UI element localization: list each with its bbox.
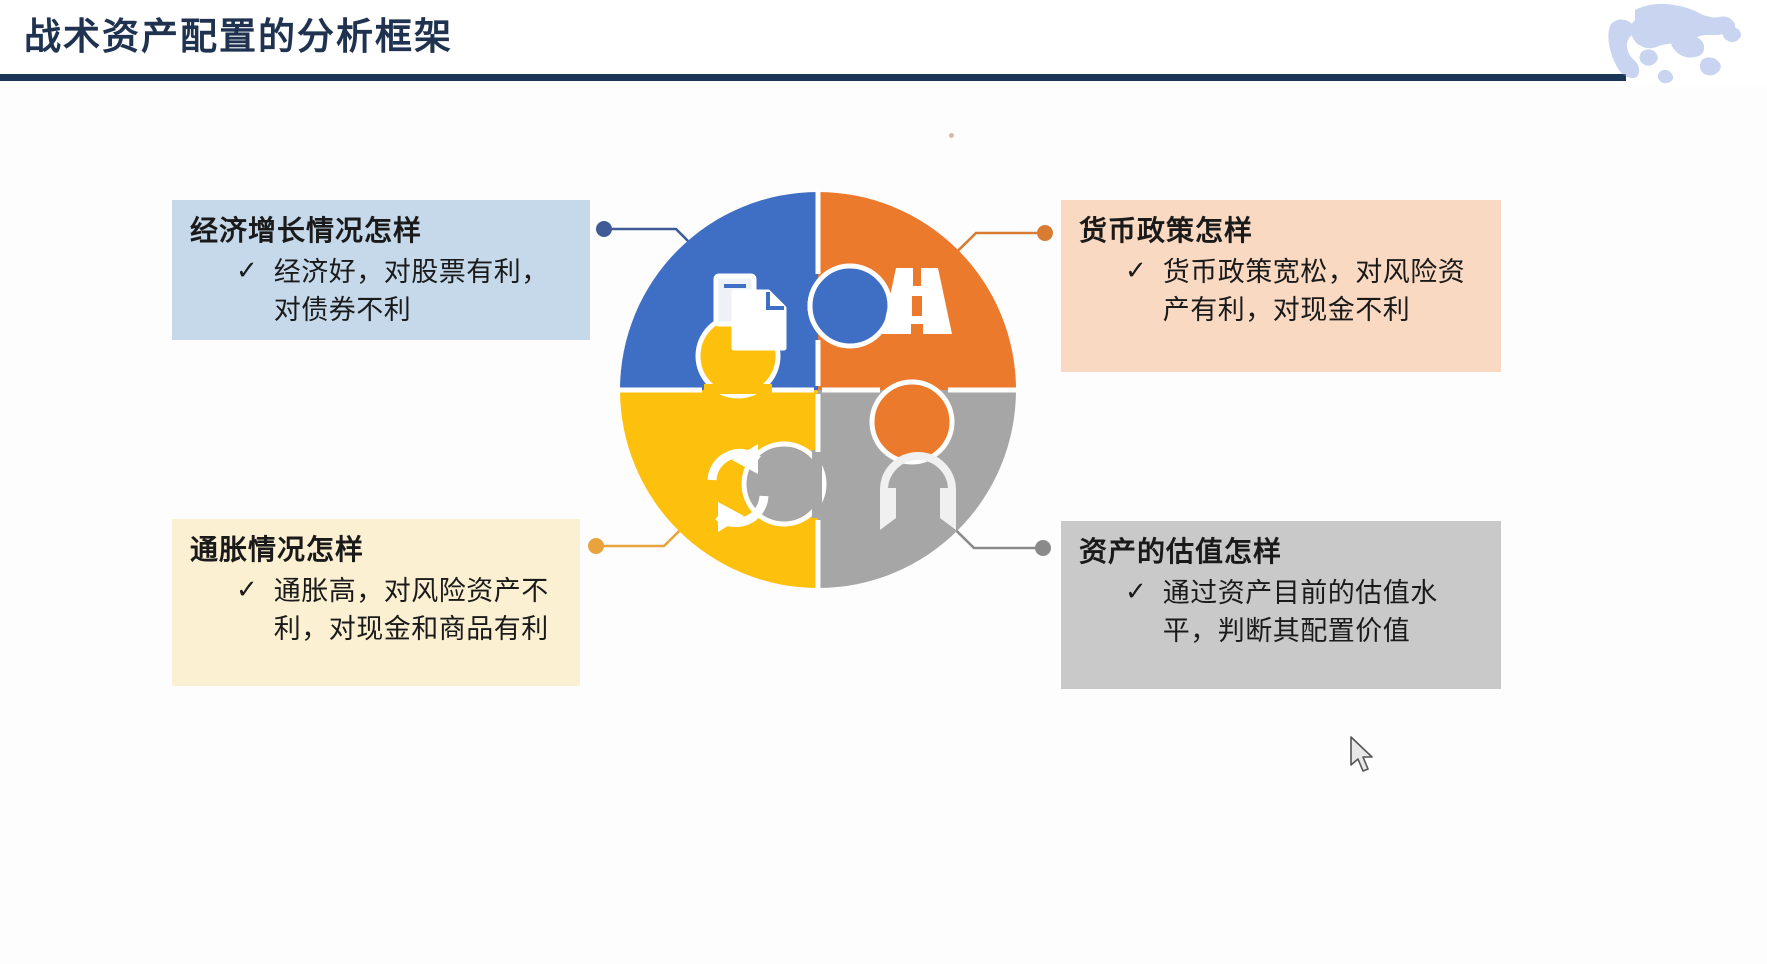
connector-dot-inflation xyxy=(588,538,604,554)
info-box-growth-bullet: ✓ 经济好，对股票有利，对债券不利 xyxy=(190,253,572,330)
info-box-inflation[interactable]: 通胀情况怎样 ✓ 通胀高，对风险资产不利，对现金和商品有利 xyxy=(172,519,580,686)
connector-dot-growth xyxy=(596,221,612,237)
world-map-icon xyxy=(1608,3,1741,84)
info-box-growth-bullet-text: 经济好，对股票有利，对债券不利 xyxy=(273,257,549,326)
page-title: 战术资产配置的分析框架 xyxy=(24,17,453,58)
info-box-monetary-title: 货币政策怎样 xyxy=(1079,216,1254,247)
info-box-valuation-title: 资产的估值怎样 xyxy=(1079,537,1283,568)
info-box-monetary-bullet-text: 货币政策宽松，对风险资产有利，对现金不利 xyxy=(1162,257,1466,326)
slide-header: 战术资产配置的分析框架 xyxy=(0,0,1767,86)
info-box-valuation-bullet: ✓ 通过资产目前的估值水平，判断其配置价值 xyxy=(1079,574,1483,651)
check-icon: ✓ xyxy=(236,256,258,285)
info-box-monetary-bullet: ✓ 货币政策宽松，对风险资产有利，对现金不利 xyxy=(1079,253,1483,330)
road-highway-icon xyxy=(882,268,952,336)
stray-dot-artifact xyxy=(949,133,954,138)
check-icon: ✓ xyxy=(1125,577,1147,606)
puzzle-quadrant-bottom-right xyxy=(741,379,1016,588)
info-box-inflation-title: 通胀情况怎样 xyxy=(190,535,365,566)
info-box-inflation-bullet-text: 通胀高，对风险资产不利，对现金和商品有利 xyxy=(273,576,549,645)
check-icon: ✓ xyxy=(1125,256,1147,285)
check-icon: ✓ xyxy=(236,575,258,604)
refresh-sync-icon xyxy=(707,444,769,532)
documents-copy-icon xyxy=(713,273,787,351)
title-divider-rule xyxy=(0,74,1626,83)
info-box-growth-title: 经济增长情况怎样 xyxy=(190,216,423,247)
puzzle-circle-diagram xyxy=(612,184,1072,604)
info-box-valuation[interactable]: 资产的估值怎样 ✓ 通过资产目前的估值水平，判断其配置价值 xyxy=(1061,521,1501,689)
headphones-icon xyxy=(880,452,956,530)
info-box-monetary[interactable]: 货币政策怎样 ✓ 货币政策宽松，对风险资产有利，对现金不利 xyxy=(1061,200,1501,372)
info-box-growth[interactable]: 经济增长情况怎样 ✓ 经济好，对股票有利，对债券不利 xyxy=(172,200,590,340)
info-box-inflation-bullet: ✓ 通胀高，对风险资产不利，对现金和商品有利 xyxy=(190,572,562,649)
mouse-pointer-icon xyxy=(1350,736,1373,772)
info-box-valuation-bullet-text: 通过资产目前的估值水平，判断其配置价值 xyxy=(1162,578,1438,647)
